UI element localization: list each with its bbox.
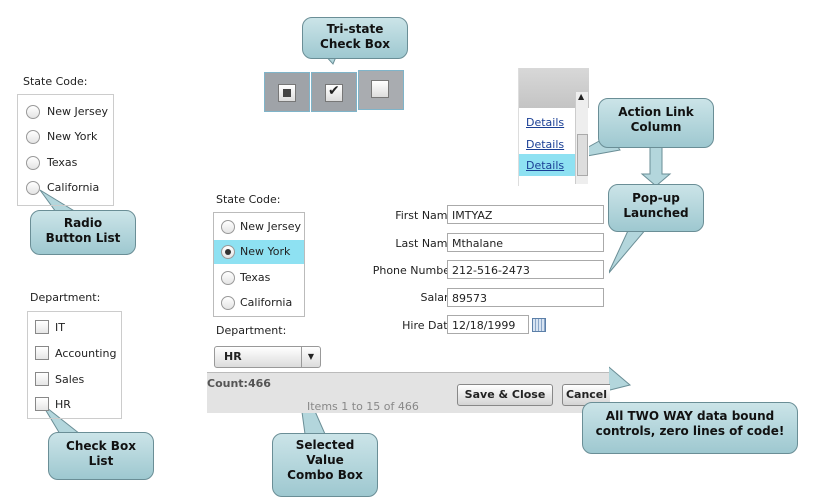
scroll-up-icon[interactable]: ▲ <box>578 92 585 101</box>
scroll-thumb[interactable] <box>577 134 588 176</box>
combo-selected-value: HR <box>224 350 242 363</box>
radio-label: California <box>240 296 293 309</box>
phone-label: Phone Number: <box>372 264 458 277</box>
chevron-down-icon[interactable]: ▼ <box>301 347 320 367</box>
popup-state-code-label: State Code: <box>216 193 281 206</box>
record-count: Count:466 <box>207 377 271 390</box>
combo-box-callout: Selected Value Combo Box <box>272 433 378 497</box>
last-name-field[interactable]: Mthalane <box>447 233 604 252</box>
radio-list-callout: Radio Button List <box>30 210 136 255</box>
check-list-callout: Check Box List <box>48 432 154 480</box>
details-link[interactable]: Details <box>526 159 565 172</box>
radio-label: New York <box>240 245 291 258</box>
popup-radio-list: New Jersey New York Texas California <box>213 212 305 317</box>
radio-label: Texas <box>47 156 78 169</box>
popup-callout: Pop-up Launched <box>608 184 704 232</box>
radio-label: California <box>47 181 100 194</box>
radio-label: New York <box>47 130 98 143</box>
popup-callout-text: Pop-up Launched <box>623 191 689 220</box>
combo-box-callout-text: Selected Value Combo Box <box>287 438 363 482</box>
radio-new-jersey[interactable] <box>26 105 40 119</box>
department-label: Department: <box>30 291 101 304</box>
check-list-callout-text: Check Box List <box>66 439 136 468</box>
checkbox-label: Sales <box>55 373 85 386</box>
tristate-checkbox-unchecked[interactable] <box>358 70 404 110</box>
radio-texas[interactable] <box>26 156 40 170</box>
radio-new-york[interactable] <box>26 130 40 144</box>
salary-field[interactable]: 89573 <box>447 288 604 307</box>
radio-california[interactable] <box>26 181 40 195</box>
checkbox-it[interactable] <box>35 320 49 334</box>
hire-date-label: Hire Date: <box>402 319 458 332</box>
checkbox-accounting[interactable] <box>35 346 49 360</box>
checkbox-sales[interactable] <box>35 372 49 386</box>
popup-department-label: Department: <box>216 324 287 337</box>
checkbox-label: HR <box>55 398 71 411</box>
radio-label: New Jersey <box>240 220 302 233</box>
grid-fragment: ▲ Details Details Details <box>518 68 589 186</box>
checkmark-icon: ✔ <box>328 83 340 99</box>
action-link-callout: Action Link Column <box>598 98 714 148</box>
popup-radio-california[interactable] <box>221 296 235 310</box>
hire-date-field[interactable]: 12/18/1999 <box>447 315 529 334</box>
cancel-button[interactable]: Cancel <box>562 384 610 406</box>
paging-info: Items 1 to 15 of 466 <box>307 400 419 413</box>
tristate-callout-text: Tri-state Check Box <box>320 22 390 51</box>
phone-field[interactable]: 212-516-2473 <box>447 260 604 279</box>
radio-list-callout-text: Radio Button List <box>45 216 121 245</box>
radio-label: New Jersey <box>47 105 109 118</box>
first-name-field[interactable]: IMTYAZ <box>447 205 604 224</box>
data-binding-callout-text: All TWO WAY data bound controls, zero li… <box>595 409 785 438</box>
details-link[interactable]: Details <box>526 138 565 151</box>
calendar-icon[interactable] <box>532 318 546 332</box>
grid-row-selected[interactable] <box>519 154 575 176</box>
first-name-label: First Name: <box>395 209 458 222</box>
popup-radio-texas[interactable] <box>221 271 235 285</box>
tristate-checkbox-indeterminate[interactable] <box>264 72 310 112</box>
checkbox-hr[interactable] <box>35 397 49 411</box>
radio-button-list: New Jersey New York Texas California <box>17 94 114 206</box>
last-name-label: Last Name: <box>395 237 458 250</box>
details-link[interactable]: Details <box>526 116 565 129</box>
department-combo-box[interactable]: HR ▼ <box>214 346 321 368</box>
salary-label: Salary: <box>420 291 458 304</box>
edit-popup: Count:466 Items 1 to 15 of 466 State Cod… <box>207 186 610 413</box>
tristate-checkbox-checked[interactable]: ✔ <box>311 72 357 112</box>
radio-label: Texas <box>240 271 271 284</box>
save-close-button[interactable]: Save & Close <box>457 384 553 406</box>
checkbox-label: Accounting <box>55 347 117 360</box>
action-link-callout-text: Action Link Column <box>618 105 694 134</box>
state-code-label: State Code: <box>23 75 88 88</box>
tristate-callout: Tri-state Check Box <box>302 17 408 59</box>
grid-scrollbar[interactable]: ▲ <box>575 92 588 184</box>
popup-radio-new-york[interactable] <box>221 245 235 259</box>
popup-radio-new-jersey[interactable] <box>221 220 235 234</box>
check-box-list: IT Accounting Sales HR <box>27 311 122 419</box>
data-binding-callout: All TWO WAY data bound controls, zero li… <box>582 402 798 454</box>
checkbox-label: IT <box>55 321 65 334</box>
